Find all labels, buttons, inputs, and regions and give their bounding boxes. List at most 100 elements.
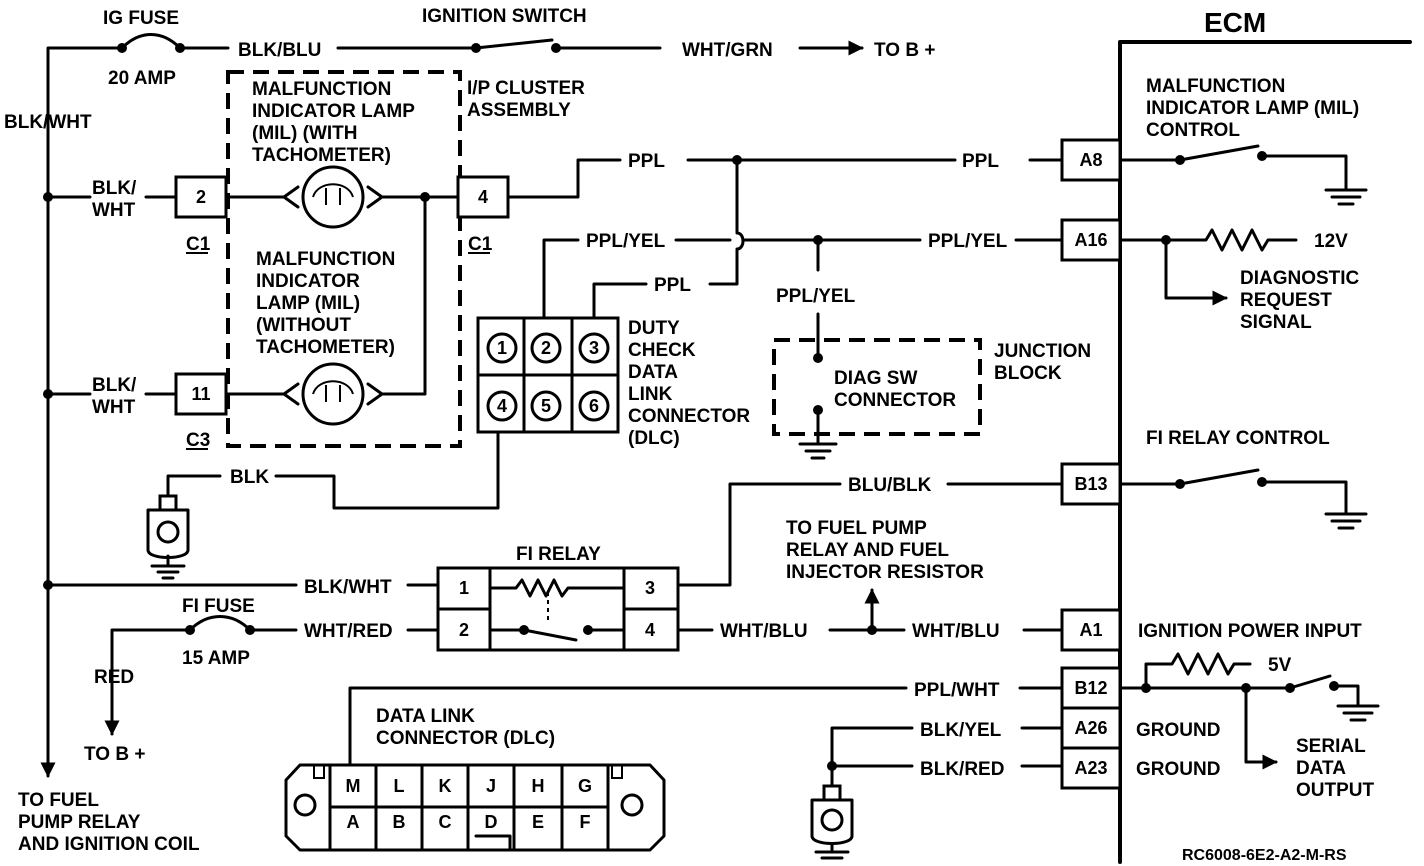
ig-fuse-circuit: IG FUSE 20 AMP BLK/BLU IGNITION SWITCH W… xyxy=(4,6,935,772)
duty-pin-6: 6 xyxy=(589,396,599,416)
to-b-plus-top: TO B + xyxy=(874,40,935,61)
wire-blk-wht-c3-2: WHT xyxy=(92,397,136,418)
relay-pin-1: 1 xyxy=(459,578,469,598)
serial-data-label-1: SERIAL xyxy=(1296,736,1366,757)
ignition-switch-icon xyxy=(474,38,554,50)
duty-pin-5: 5 xyxy=(541,396,551,416)
ecm-diag-request: 12V DIAGNOSTIC REQUEST SIGNAL xyxy=(1118,228,1360,333)
c1-circuit: BLK/ WHT 2 C1 xyxy=(43,165,460,255)
serial-data-switch-icon xyxy=(1288,674,1332,690)
wire-blk-wht-relay: BLK/WHT xyxy=(304,577,392,598)
junction-block: DIAG SW CONNECTOR JUNCTION BLOCK xyxy=(772,338,1091,460)
diag-request-label-3: SIGNAL xyxy=(1240,312,1312,333)
ignition-switch-label: IGNITION SWITCH xyxy=(422,6,587,27)
mil-tach-label-1: MALFUNCTION xyxy=(252,79,391,100)
duty-pin-2: 2 xyxy=(541,338,551,358)
duty-dlc-label-2: CHECK xyxy=(628,340,696,361)
wire-ppl-3: PPL xyxy=(654,275,691,296)
wire-blk-blu: BLK/BLU xyxy=(238,40,321,61)
junction-block-label-2: BLOCK xyxy=(994,363,1062,384)
fi-fuse-label: FI FUSE xyxy=(182,596,255,617)
c1-pin-4 xyxy=(456,175,510,219)
wire-blk-wht-c3-1: BLK/ xyxy=(92,375,137,396)
c3-label: C3 xyxy=(186,430,210,451)
dlc-body xyxy=(284,763,666,852)
fi-relay-control-label: FI RELAY CONTROL xyxy=(1146,428,1330,449)
dlc-pin-l: L xyxy=(394,776,405,796)
dlc-label-1: DATA LINK xyxy=(376,706,475,727)
wire-wht-blu-1: WHT/BLU xyxy=(720,621,808,642)
wire-ppl-yel-2: PPL/YEL xyxy=(928,231,1008,252)
c1-label-right: C1 xyxy=(468,234,493,255)
wire-ppl-2: PPL xyxy=(962,151,999,172)
duty-pin-1: 1 xyxy=(497,338,507,358)
mil-notach-label-3: LAMP (MIL) xyxy=(256,293,360,314)
diag-request-label-2: REQUEST xyxy=(1240,290,1332,311)
ecm-pin-b13-label: B13 xyxy=(1074,474,1107,494)
duty-dlc-label-1: DUTY xyxy=(628,318,680,339)
ecm-pin-a26-label: A26 xyxy=(1074,718,1107,738)
diag-sw-label-2: CONNECTOR xyxy=(834,390,956,411)
junction-block-label-1: JUNCTION xyxy=(994,341,1091,362)
c3-pin-11-label: 11 xyxy=(191,384,210,404)
mil-tach-label-2: INDICATOR LAMP xyxy=(252,101,415,122)
serial-data-label-2: DATA xyxy=(1296,758,1346,779)
mil-lamp-tach-icon xyxy=(301,165,365,229)
wire-blk: BLK xyxy=(230,467,269,488)
fi-relay-label: FI RELAY xyxy=(516,544,601,565)
reference-code: RC6008-6E2-A2-M-RS xyxy=(1182,847,1347,864)
to-fuel-pump-ign: TO FUEL PUMP RELAY AND IGNITION COIL xyxy=(18,738,200,855)
dlc-pin-f: F xyxy=(580,812,591,832)
relay-pin-2: 2 xyxy=(459,620,469,640)
dlc-pin-k: K xyxy=(439,776,452,796)
fi-fuse-amp: 15 AMP xyxy=(182,648,250,669)
wire-wht-grn: WHT/GRN xyxy=(682,40,773,61)
wire-blk-red: BLK/RED xyxy=(920,759,1004,780)
to-b-plus-bottom: TO B + xyxy=(84,744,145,765)
main-dlc: DATA LINK CONNECTOR (DLC) PPL/WHT M L K … xyxy=(284,680,1064,852)
wire-ppl-1: PPL xyxy=(628,151,665,172)
mil-notach-label-1: MALFUNCTION xyxy=(256,249,395,270)
mil-notach-label-5: TACHOMETER) xyxy=(256,337,395,358)
ip-cluster-line-2: ASSEMBLY xyxy=(467,100,571,121)
ppl-circuit: 4 C1 PPL PPL PPL xyxy=(456,151,1064,340)
ecm-pin-a1 xyxy=(1060,608,1122,652)
ig-fuse-amp: 20 AMP xyxy=(108,68,176,89)
ecm-mil-control: MALFUNCTION INDICATOR LAMP (MIL) CONTROL xyxy=(1118,76,1368,206)
c1-label-left: C1 xyxy=(186,234,211,255)
fi-fuse-icon xyxy=(188,615,252,632)
wire-blk-wht-c1-1: BLK/ xyxy=(92,178,137,199)
to-fuel-pump-ign-3: AND IGNITION COIL xyxy=(18,834,200,855)
ecm-block: ECM xyxy=(1118,7,1412,864)
c3-pin-11 xyxy=(174,372,228,416)
duty-pin-4: 4 xyxy=(497,396,507,416)
dlc-label-2: CONNECTOR (DLC) xyxy=(376,728,555,749)
dlc-pin-m: M xyxy=(346,776,361,796)
ground-eyelet-bottom-icon xyxy=(810,784,854,860)
pullup-12v-resistor-icon xyxy=(1164,228,1298,252)
serial-data-label-3: OUTPUT xyxy=(1296,780,1375,801)
wire-ppl-wht: PPL/WHT xyxy=(914,680,1000,701)
to-fuel-pump-ign-2: PUMP RELAY xyxy=(18,812,141,833)
fi-relay-control-switch-icon xyxy=(1178,468,1260,486)
c1-pin-2-label: 2 xyxy=(196,187,206,207)
dlc-pin-b: B xyxy=(393,812,406,832)
wire-ppl-yel-3: PPL/YEL xyxy=(776,286,856,307)
ecm-serial-data: IGNITION POWER INPUT 5V GROUND GROUND SE… xyxy=(1118,621,1380,801)
mil-control-switch-icon xyxy=(1178,144,1260,162)
dlc-pin-e: E xyxy=(532,812,544,832)
ecm-pin-b12 xyxy=(1060,666,1122,710)
ig-fuse-icon xyxy=(120,33,182,50)
mil-tach-label-4: TACHOMETER) xyxy=(252,145,391,166)
wire-blk-wht-main: BLK/WHT xyxy=(4,112,92,133)
ground-label-1: GROUND xyxy=(1136,720,1220,741)
mil-control-label-1: MALFUNCTION xyxy=(1146,76,1285,97)
wire-wht-blu-2: WHT/BLU xyxy=(912,621,1000,642)
ppl-yel-circuit: PPL/YEL PPL/YEL PPL/YEL xyxy=(542,231,1064,358)
c1-pin-4-label: 4 xyxy=(478,187,488,207)
ignition-power-input-label: IGNITION POWER INPUT xyxy=(1138,621,1362,642)
duty-dlc-label-3: DATA xyxy=(628,362,678,383)
v5-label: 5V xyxy=(1268,655,1292,676)
dlc-pin-d: D xyxy=(485,812,498,832)
